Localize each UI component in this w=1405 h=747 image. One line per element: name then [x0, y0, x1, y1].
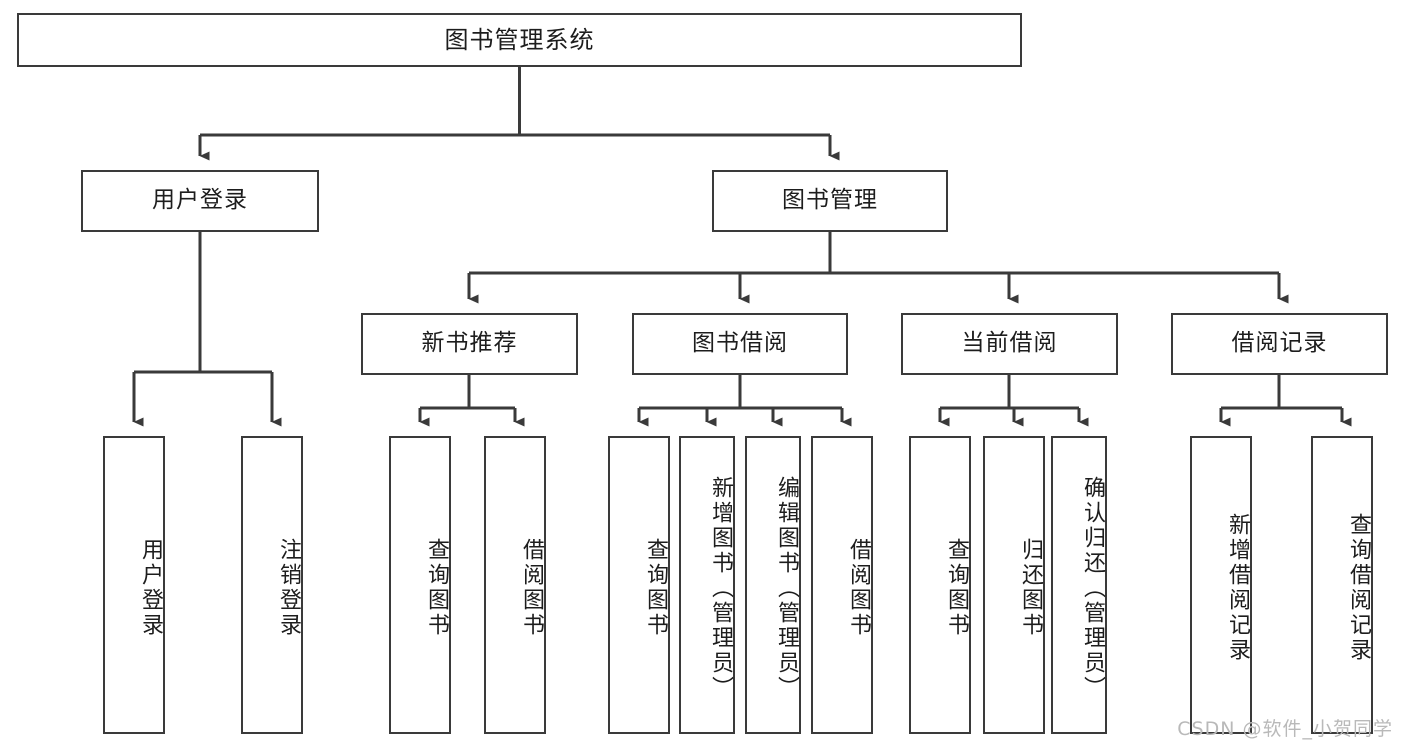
leaf-query-record[interactable]: 查询借阅记录 — [1311, 436, 1373, 734]
node-label: 当前借阅 — [961, 330, 1058, 357]
node-label: 图书借阅 — [692, 330, 788, 357]
node-new-book-rec[interactable]: 新书推荐 — [361, 313, 578, 375]
node-label: 新增借阅记录 — [1225, 513, 1250, 663]
leaf-query-book-c[interactable]: 查询图书 — [909, 436, 971, 734]
leaf-edit-book[interactable]: 编辑图书（管理员） — [745, 436, 801, 734]
node-label: 查询图书 — [944, 538, 969, 638]
node-label: 查询借阅记录 — [1346, 513, 1371, 663]
watermark: CSDN @软件_小贺同学 — [1177, 718, 1393, 740]
node-label: 新书推荐 — [421, 330, 518, 357]
node-book-borrow[interactable]: 图书借阅 — [632, 313, 848, 375]
node-label: 图书管理 — [782, 187, 878, 214]
node-label: 新增图书（管理员） — [708, 475, 733, 701]
node-label: 借阅图书 — [846, 538, 871, 638]
node-label: 用户登录 — [138, 538, 163, 638]
leaf-add-book[interactable]: 新增图书（管理员） — [679, 436, 735, 734]
leaf-confirm-return[interactable]: 确认归还（管理员） — [1051, 436, 1107, 734]
node-user-login[interactable]: 用户登录 — [81, 170, 319, 232]
leaf-borrow-book-b[interactable]: 借阅图书 — [811, 436, 873, 734]
leaf-add-record[interactable]: 新增借阅记录 — [1190, 436, 1252, 734]
node-label: 借阅记录 — [1231, 330, 1328, 357]
node-label: 图书管理系统 — [444, 25, 595, 54]
leaf-user-login[interactable]: 用户登录 — [103, 436, 165, 734]
node-book-manage[interactable]: 图书管理 — [712, 170, 948, 232]
node-label: 归还图书 — [1018, 538, 1043, 638]
node-label: 查询图书 — [643, 538, 668, 638]
node-label: 借阅图书 — [519, 538, 544, 638]
leaf-query-book-a[interactable]: 查询图书 — [389, 436, 451, 734]
node-label: 确认归还（管理员） — [1080, 475, 1105, 701]
leaf-return-book[interactable]: 归还图书 — [983, 436, 1045, 734]
node-root[interactable]: 图书管理系统 — [17, 13, 1022, 67]
node-label: 编辑图书（管理员） — [774, 475, 799, 701]
node-current-borrow[interactable]: 当前借阅 — [901, 313, 1118, 375]
node-label: 注销登录 — [276, 538, 301, 638]
node-borrow-record[interactable]: 借阅记录 — [1171, 313, 1388, 375]
node-label: 查询图书 — [424, 538, 449, 638]
node-label: 用户登录 — [152, 187, 248, 214]
leaf-logout[interactable]: 注销登录 — [241, 436, 303, 734]
leaf-query-book-b[interactable]: 查询图书 — [608, 436, 670, 734]
leaf-borrow-book-a[interactable]: 借阅图书 — [484, 436, 546, 734]
